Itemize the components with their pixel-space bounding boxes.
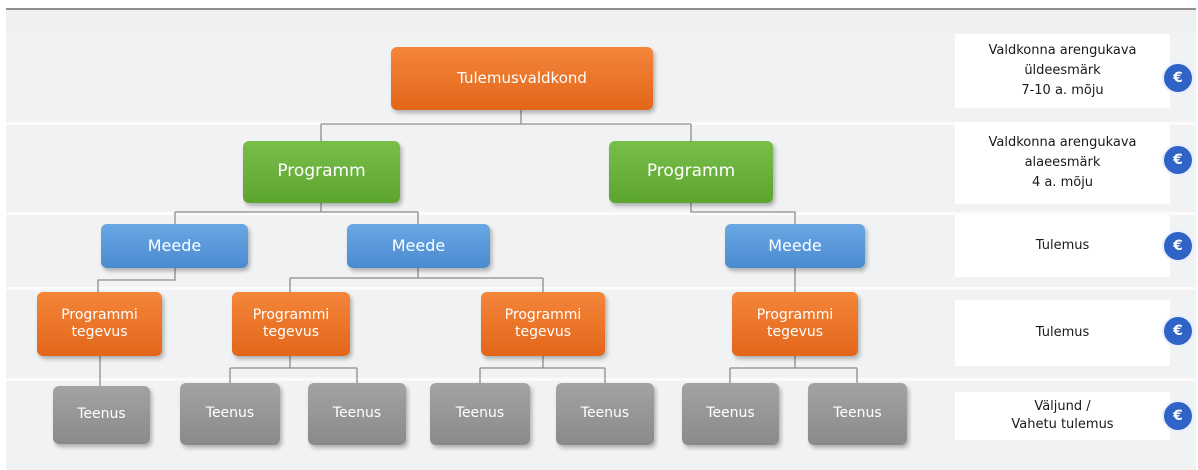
activity-label-line1: Programmi xyxy=(756,306,834,323)
service-box: Teenus xyxy=(556,383,654,445)
level-description-2: Valdkonna arengukava alaeesmärk 4 a. mõj… xyxy=(955,122,1170,204)
euro-symbol: € xyxy=(1173,238,1183,254)
service-box: Teenus xyxy=(430,383,530,445)
level-description-4: Tulemus xyxy=(955,300,1170,366)
program-activity-box: Programmi tegevus xyxy=(732,292,858,356)
program-label: Programm xyxy=(646,161,736,182)
connector-program1-measures xyxy=(174,203,419,224)
euro-icon: € xyxy=(1162,400,1194,432)
program-label: Programm xyxy=(277,161,366,182)
measure-box: Meede xyxy=(347,224,490,268)
connector-measure2-activities xyxy=(289,268,544,292)
activity-label-line1: Programmi xyxy=(252,306,330,323)
connector-root-programs xyxy=(320,110,692,141)
level-description-5: Väljund / Vahetu tulemus xyxy=(955,392,1170,440)
activity-label-line2: tegevus xyxy=(71,324,128,340)
service-label: Teenus xyxy=(455,405,505,422)
level-text-line: Vahetu tulemus xyxy=(1011,417,1114,432)
measure-box: Meede xyxy=(725,224,865,268)
service-box: Teenus xyxy=(308,383,406,445)
service-label: Teenus xyxy=(332,405,382,422)
euro-symbol: € xyxy=(1173,152,1183,168)
program-box: Programm xyxy=(243,141,400,203)
level-text-line: Valdkonna arengukava xyxy=(988,134,1137,150)
measure-label: Meede xyxy=(147,236,202,255)
level-text-line: 4 a. mõju xyxy=(1031,175,1094,191)
measure-box: Meede xyxy=(101,224,248,268)
connector-measure1-activity xyxy=(97,268,176,292)
service-box: Teenus xyxy=(682,383,779,445)
activity-label-line1: Programmi xyxy=(504,306,582,323)
program-activity-box: Programmi tegevus xyxy=(37,292,162,356)
euro-symbol: € xyxy=(1173,70,1183,86)
activity-label-line2: tegevus xyxy=(262,324,320,340)
service-box: Teenus xyxy=(53,386,150,444)
service-label: Teenus xyxy=(77,406,126,423)
service-label: Teenus xyxy=(580,405,630,422)
service-label: Teenus xyxy=(706,405,755,422)
level-text-line: Tulemus xyxy=(1035,237,1090,253)
level-text-line: Valdkonna arengukava xyxy=(988,42,1137,58)
service-box: Teenus xyxy=(180,383,280,445)
connector-program2-measure xyxy=(690,203,796,224)
program-box: Programm xyxy=(609,141,773,203)
program-activity-box: Programmi tegevus xyxy=(481,292,605,356)
activity-label-line2: tegevus xyxy=(766,324,824,340)
connector-activity3-services xyxy=(479,356,606,383)
level-text-line: Väljund / xyxy=(1034,398,1091,414)
service-label: Teenus xyxy=(833,405,882,422)
level-description-3: Tulemus xyxy=(955,215,1170,277)
measure-label: Meede xyxy=(768,236,822,255)
level-text-line: Tulemus xyxy=(1035,324,1090,340)
measure-label: Meede xyxy=(391,236,446,255)
activity-label-line2: tegevus xyxy=(514,324,572,340)
service-label: Teenus xyxy=(205,405,255,422)
level-text-line: alaeesmärk xyxy=(1024,154,1101,170)
level-separator xyxy=(6,212,1196,215)
level-separator xyxy=(6,378,1196,381)
result-area-box: Tulemusvaldkond xyxy=(391,47,653,110)
service-box: Teenus xyxy=(808,383,907,445)
euro-icon: € xyxy=(1162,62,1194,94)
result-area-label: Tulemusvaldkond xyxy=(457,69,587,88)
level-text-line: 7-10 a. mõju xyxy=(1021,83,1104,99)
connector-activity2-services xyxy=(229,356,358,383)
euro-symbol: € xyxy=(1173,408,1183,424)
level-text-line: üldeesmärk xyxy=(1024,62,1101,78)
activity-label-line1: Programmi xyxy=(61,306,138,323)
level-separator xyxy=(6,287,1196,290)
euro-icon: € xyxy=(1162,230,1194,262)
connector-activity4-services xyxy=(729,356,858,383)
euro-icon: € xyxy=(1162,315,1194,347)
euro-icon: € xyxy=(1162,144,1194,176)
level-description-1: Valdkonna arengukava üldeesmärk 7-10 a. … xyxy=(955,34,1170,108)
euro-symbol: € xyxy=(1173,323,1183,339)
program-activity-box: Programmi tegevus xyxy=(232,292,350,356)
